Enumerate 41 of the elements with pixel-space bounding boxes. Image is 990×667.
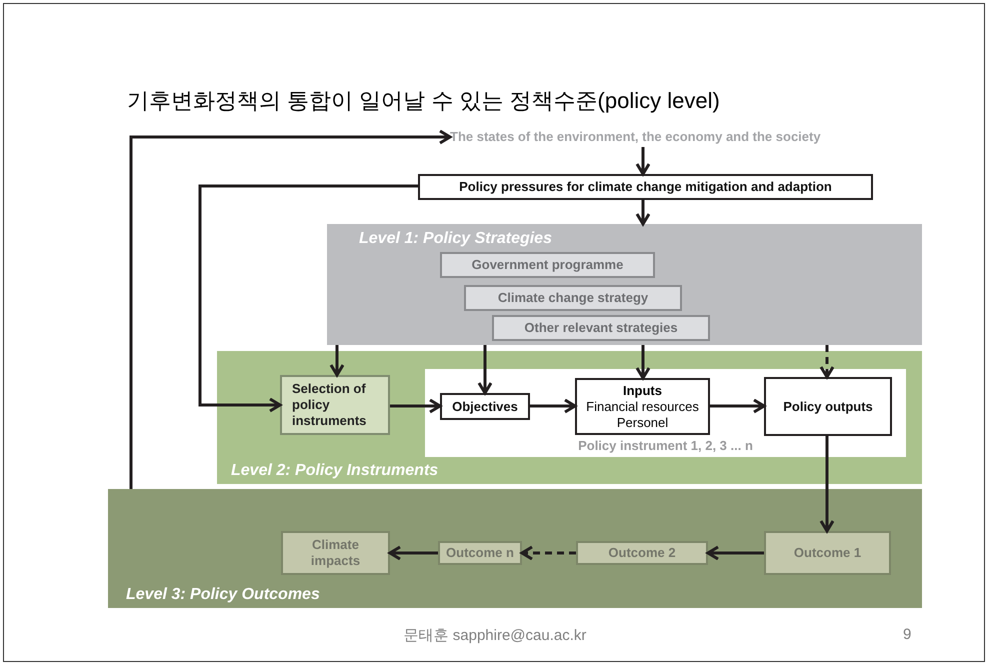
- process-box: Policy pressures for climate change mitigation and adaption: [418, 174, 873, 200]
- slide-title: 기후변화정책의 통합이 일어날 수 있는 정책수준(policy level): [127, 87, 720, 115]
- arrow: [710, 398, 766, 414]
- level-band: [217, 351, 922, 484]
- box-heading: Inputs: [622, 383, 663, 399]
- panel-caption: Policy instrument 1, 2, 3 ... n: [577, 438, 754, 453]
- arrow: [636, 200, 650, 226]
- outcome-box: Outcome n: [438, 541, 522, 565]
- arrow: [530, 398, 576, 414]
- box-body: Financial resources Personel: [585, 399, 700, 431]
- level-title: Level 1: Policy Strategies: [359, 230, 552, 248]
- state-text: The states of the environment, the economy and the society: [450, 127, 842, 147]
- outcome-box: Outcome 1: [764, 531, 891, 575]
- arrow: [636, 147, 650, 176]
- arrow: [706, 546, 764, 560]
- process-box: Selection of policy instruments: [280, 375, 390, 435]
- footer-text: 문태훈 sapphire@cau.ac.kr: [404, 626, 586, 645]
- arrow: [390, 398, 442, 414]
- arrow: [820, 345, 834, 378]
- arrow: [198, 184, 418, 412]
- level-title: Level 3: Policy Outcomes: [126, 586, 320, 604]
- level-band: [327, 224, 922, 345]
- strategy-box: Climate change strategy: [464, 285, 682, 311]
- arrow: [520, 546, 576, 560]
- arrow: [130, 130, 452, 489]
- level-title: Level 2: Policy Instruments: [231, 462, 438, 480]
- outcome-box: Climate impacts: [281, 531, 390, 575]
- process-box: Policy outputs: [764, 377, 892, 436]
- process-box: Objectives: [440, 393, 530, 420]
- arrow: [820, 436, 834, 532]
- arrow: [478, 345, 492, 394]
- strategy-box: Other relevant strategies: [492, 315, 710, 341]
- instrument-panel: [425, 369, 906, 457]
- process-box: [575, 378, 710, 435]
- outcome-box: Outcome 2: [576, 541, 708, 565]
- strategy-box: Government programme: [440, 252, 655, 278]
- arrow: [388, 546, 438, 560]
- arrow: [636, 345, 650, 380]
- arrow: [330, 345, 344, 376]
- level-band: [108, 489, 922, 608]
- page-number: 9: [903, 626, 912, 643]
